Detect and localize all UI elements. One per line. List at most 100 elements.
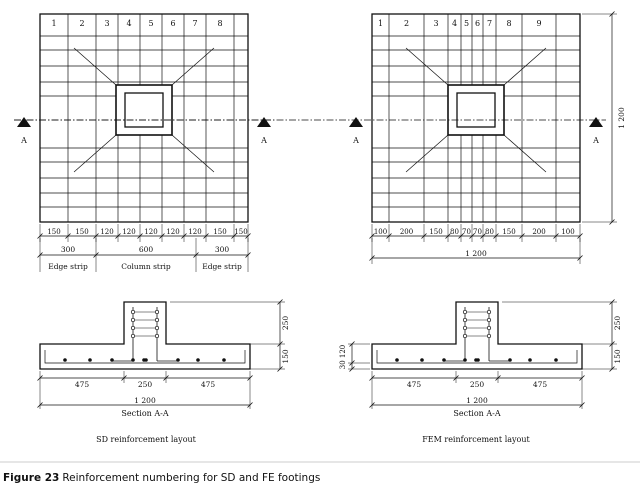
sd-layout-title: SD reinforcement layout — [96, 435, 197, 444]
dim-tick — [577, 255, 583, 261]
punching-diagonal — [405, 134, 449, 173]
stirrup-circle — [154, 333, 160, 339]
dim-tick — [609, 219, 615, 225]
spacing-dim-label: 120 — [188, 228, 201, 236]
dim-tick — [609, 299, 615, 305]
section-marker-left — [349, 117, 363, 127]
bar-number: 2 — [79, 19, 84, 28]
bar-number: 8 — [506, 19, 511, 28]
punching-diagonal — [171, 134, 215, 173]
dim-tick — [349, 360, 355, 366]
dim-tick — [37, 375, 43, 381]
dim-tick — [193, 252, 199, 258]
stirrup-circle — [486, 317, 492, 323]
spacing-dim-label: 120 — [100, 228, 113, 236]
bottom-bar-dot — [395, 358, 399, 362]
bottom-bar-dot — [420, 358, 424, 362]
spacing-dim-label: 150 — [75, 228, 88, 236]
bar-number: 7 — [192, 19, 197, 28]
spacing-dim-label: 80 — [485, 228, 494, 236]
stirrup-circle — [486, 309, 492, 315]
total-width-dim: 1 200 — [465, 249, 487, 258]
side-height-dim: 1 200 — [617, 107, 626, 129]
dim-tick — [577, 233, 583, 239]
section-marker-label: A — [20, 136, 27, 145]
stirrup-circle — [486, 325, 492, 331]
dim-tick — [181, 233, 187, 239]
bottom-bar-dot — [63, 358, 67, 362]
bottom-bar-dot — [144, 358, 148, 362]
depth-detail-dim: 30 120 — [339, 345, 347, 370]
stirrup-circle — [462, 333, 468, 339]
strip-label: Column strip — [121, 262, 171, 271]
strip-dim-label: 300 — [61, 245, 76, 254]
stirrup-circle — [130, 333, 136, 339]
dim-tick — [579, 402, 585, 408]
section-marker-label: A — [260, 136, 267, 145]
bottom-bar-dot — [176, 358, 180, 362]
column-inner-outline — [124, 92, 164, 128]
dim-tick — [37, 233, 43, 239]
figure-number: Figure 23 — [3, 472, 59, 484]
stirrup-circle — [154, 325, 160, 331]
bottom-reinforcement — [44, 350, 246, 364]
column-height-dim: 250 — [613, 316, 622, 331]
slab-height-dim: 150 — [613, 349, 622, 364]
bar-number: 4 — [126, 19, 131, 28]
stirrup-circle — [462, 325, 468, 331]
dim-tick — [65, 233, 71, 239]
spacing-dim-label: 80 — [450, 228, 459, 236]
bottom-bar-dot — [554, 358, 558, 362]
bottom-bar-dot — [196, 358, 200, 362]
cantilever-left-dim: 475 — [75, 380, 90, 389]
spacing-dim-label: 200 — [400, 228, 413, 236]
bar-number: 8 — [217, 19, 222, 28]
section-label: Section A-A — [121, 409, 168, 418]
punching-diagonal — [73, 47, 117, 86]
bottom-bar-dot — [131, 358, 135, 362]
dim-tick — [421, 233, 427, 239]
dim-tick — [480, 233, 486, 239]
dim-tick — [553, 233, 559, 239]
column-width-dim: 250 — [138, 380, 153, 389]
dim-tick — [495, 375, 501, 381]
section-marker-left — [17, 117, 31, 127]
dim-tick — [93, 252, 99, 258]
dim-tick — [115, 233, 121, 239]
section-marker-label: A — [352, 136, 359, 145]
dim-tick — [469, 233, 475, 239]
figure-caption-text: Reinforcement numbering for SD and FE fo… — [62, 472, 320, 484]
dim-tick — [245, 252, 251, 258]
punching-diagonal — [503, 134, 547, 173]
bar-number: 6 — [475, 19, 480, 28]
stirrup-circle — [154, 317, 160, 323]
stirrup-circle — [154, 309, 160, 315]
strip-dim-label: 300 — [215, 245, 230, 254]
bottom-bar-dot — [463, 358, 467, 362]
dim-tick — [386, 233, 392, 239]
spacing-dim-label: 150 — [429, 228, 442, 236]
bar-number: 5 — [148, 19, 153, 28]
stirrup-circle — [486, 333, 492, 339]
section-marker-right — [257, 117, 271, 127]
bar-number: 3 — [433, 19, 438, 28]
dim-tick — [609, 366, 615, 372]
dim-tick — [369, 233, 375, 239]
dim-tick — [445, 233, 451, 239]
dim-tick — [137, 233, 143, 239]
footing-outline — [371, 13, 581, 223]
spacing-dim-label: 120 — [144, 228, 157, 236]
bar-number: 3 — [104, 19, 109, 28]
dim-tick — [163, 375, 169, 381]
bottom-bar-dot — [476, 358, 480, 362]
dim-tick — [37, 402, 43, 408]
strip-label: Edge strip — [48, 262, 88, 271]
strip-label: Edge strip — [202, 262, 242, 271]
strip-dim-label: 600 — [139, 245, 154, 254]
spacing-dim-label: 150 — [47, 228, 60, 236]
dim-tick — [519, 233, 525, 239]
dim-tick — [245, 233, 251, 239]
column-width-dim: 250 — [470, 380, 485, 389]
